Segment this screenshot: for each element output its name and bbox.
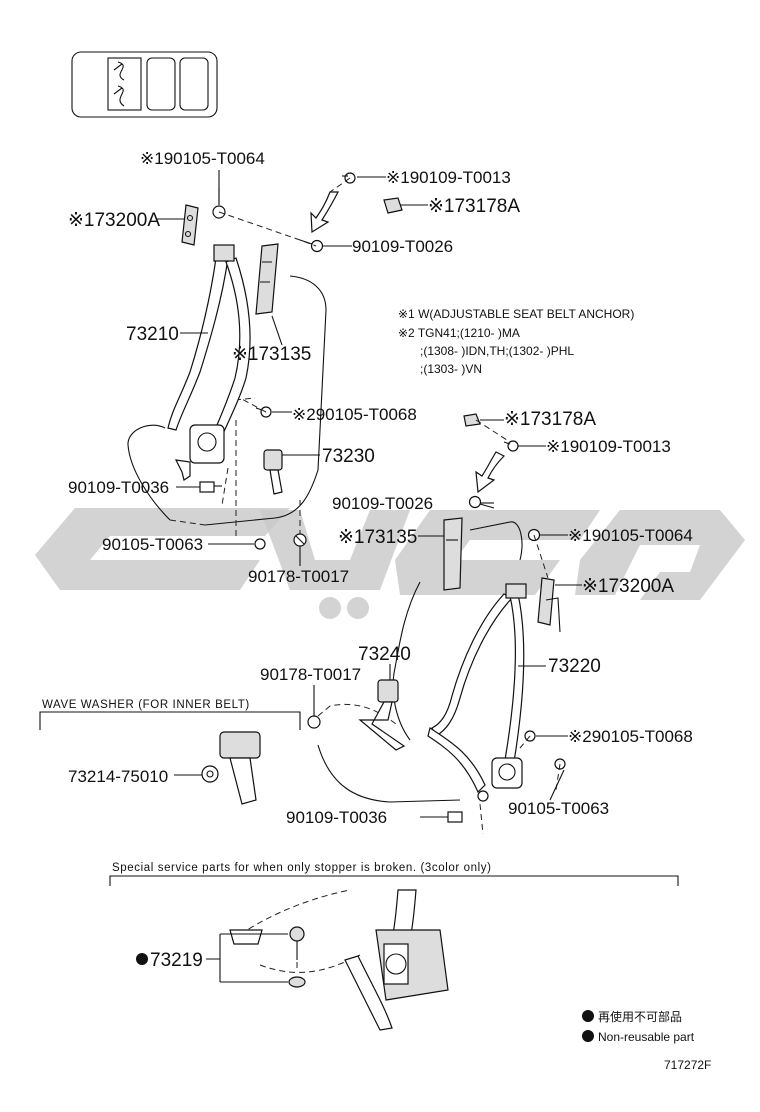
retractor-detail — [229, 889, 449, 1031]
note-2-line-1: ※2 TGN41;(1210- )MA — [398, 326, 520, 340]
label-90105-T0063-right: 90105-T0063 — [508, 799, 609, 818]
special-service-box — [109, 875, 679, 886]
wave-washer-box — [39, 711, 301, 805]
cover-73135-top — [255, 243, 279, 315]
label-73135-top: ※173135 — [232, 344, 311, 365]
label-90105-T0068-right: ※290105-T0068 — [568, 727, 693, 746]
stopper-73219 — [288, 926, 306, 988]
labels: ※190105-T0064 ※173200A ※190109-T0013 ※17… — [42, 149, 711, 1072]
label-90109-T0013-top: ※190109-T0013 — [386, 168, 511, 187]
label-73178A-top: ※173178A — [428, 196, 520, 217]
label-90178-T0017-top: 90178-T0017 — [248, 567, 349, 586]
belt-73210 — [167, 244, 251, 481]
label-73214-75010: 73214-75010 — [68, 767, 168, 786]
label-73230: 73230 — [322, 446, 375, 467]
bolt-90109-T0026-top — [299, 239, 324, 253]
label-90109-T0013-right: ※190109-T0013 — [546, 437, 671, 456]
label-90105-T0064-right: ※190105-T0064 — [568, 526, 693, 545]
bolt-90105-T0068-top — [255, 406, 272, 418]
bolt-90109-T0013-top — [342, 172, 356, 184]
legend-english: Non-reusable part — [598, 1030, 695, 1044]
bolt-90109-T0036-bottom — [447, 811, 463, 823]
label-90178-T0017-mid: 90178-T0017 — [260, 665, 361, 684]
note-2-line-3: ;(1303- )VN — [420, 362, 482, 376]
label-73220: 73220 — [548, 656, 601, 677]
bolt-90109-T0036-left — [199, 481, 222, 493]
label-90109-T0026-top: 90109-T0026 — [352, 237, 453, 256]
cover-73135-mid — [443, 517, 463, 591]
washer-90178-T0017-mid — [307, 715, 321, 729]
diagram-id: 717272F — [664, 1058, 711, 1072]
label-73200A-right: ※173200A — [582, 576, 674, 597]
cover-73178A-right — [463, 413, 481, 427]
bolt-90105-T0063-left — [254, 538, 266, 550]
label-73219: 73219 — [150, 950, 203, 971]
bolt-90109-T0013-right — [503, 440, 519, 452]
label-90109-T0036-bottom: 90109-T0036 — [286, 808, 387, 827]
legend-bullet-english — [582, 1030, 594, 1042]
wave-washer-caption: WAVE WASHER (FOR INNER BELT) — [42, 699, 250, 711]
note-2-line-2: ;(1308- )IDN,TH;(1302- )PHL — [420, 344, 574, 358]
note-1: ※1 W(ADJUSTABLE SEAT BELT ANCHOR) — [398, 307, 634, 321]
legend-bullet-japanese — [582, 1010, 594, 1022]
dashed-leaders-top — [218, 177, 351, 540]
label-90105-T0068-top: ※290105-T0068 — [292, 405, 417, 424]
bolt-90109-T0026-mid — [468, 495, 495, 509]
label-73135-mid: ※173135 — [338, 527, 417, 548]
legend-japanese: 再使用不可部品 — [598, 1009, 682, 1024]
anchor-73200A-right — [537, 577, 561, 633]
seat-layout-icon — [71, 51, 218, 118]
label-73178A-right: ※173178A — [504, 409, 596, 430]
belt-73220 — [427, 583, 527, 802]
washer-90178-T0017-top — [293, 533, 307, 547]
special-service-caption: Special service parts for when only stop… — [112, 862, 492, 874]
buckle-73230 — [263, 449, 283, 495]
label-73200A-top: ※173200A — [68, 210, 160, 231]
non-reusable-marker-73219 — [136, 953, 148, 965]
label-90105-T0063-left: 90105-T0063 — [102, 535, 203, 554]
label-90105-T0064-top: ※190105-T0064 — [140, 149, 265, 168]
anchor-73200A-top — [181, 204, 199, 246]
leader-lines — [156, 170, 582, 983]
seat-outline-right — [317, 521, 523, 835]
label-73210: 73210 — [126, 324, 179, 345]
arrow-right — [475, 451, 506, 494]
cover-73178A-top — [383, 197, 403, 214]
arrow-top — [310, 191, 339, 234]
label-90109-T0026-mid: 90109-T0026 — [332, 494, 433, 513]
label-90109-T0036-left: 90109-T0036 — [68, 478, 169, 497]
buckle-73240 — [358, 679, 406, 751]
label-73240: 73240 — [358, 644, 411, 665]
watermark-logo — [35, 508, 745, 619]
